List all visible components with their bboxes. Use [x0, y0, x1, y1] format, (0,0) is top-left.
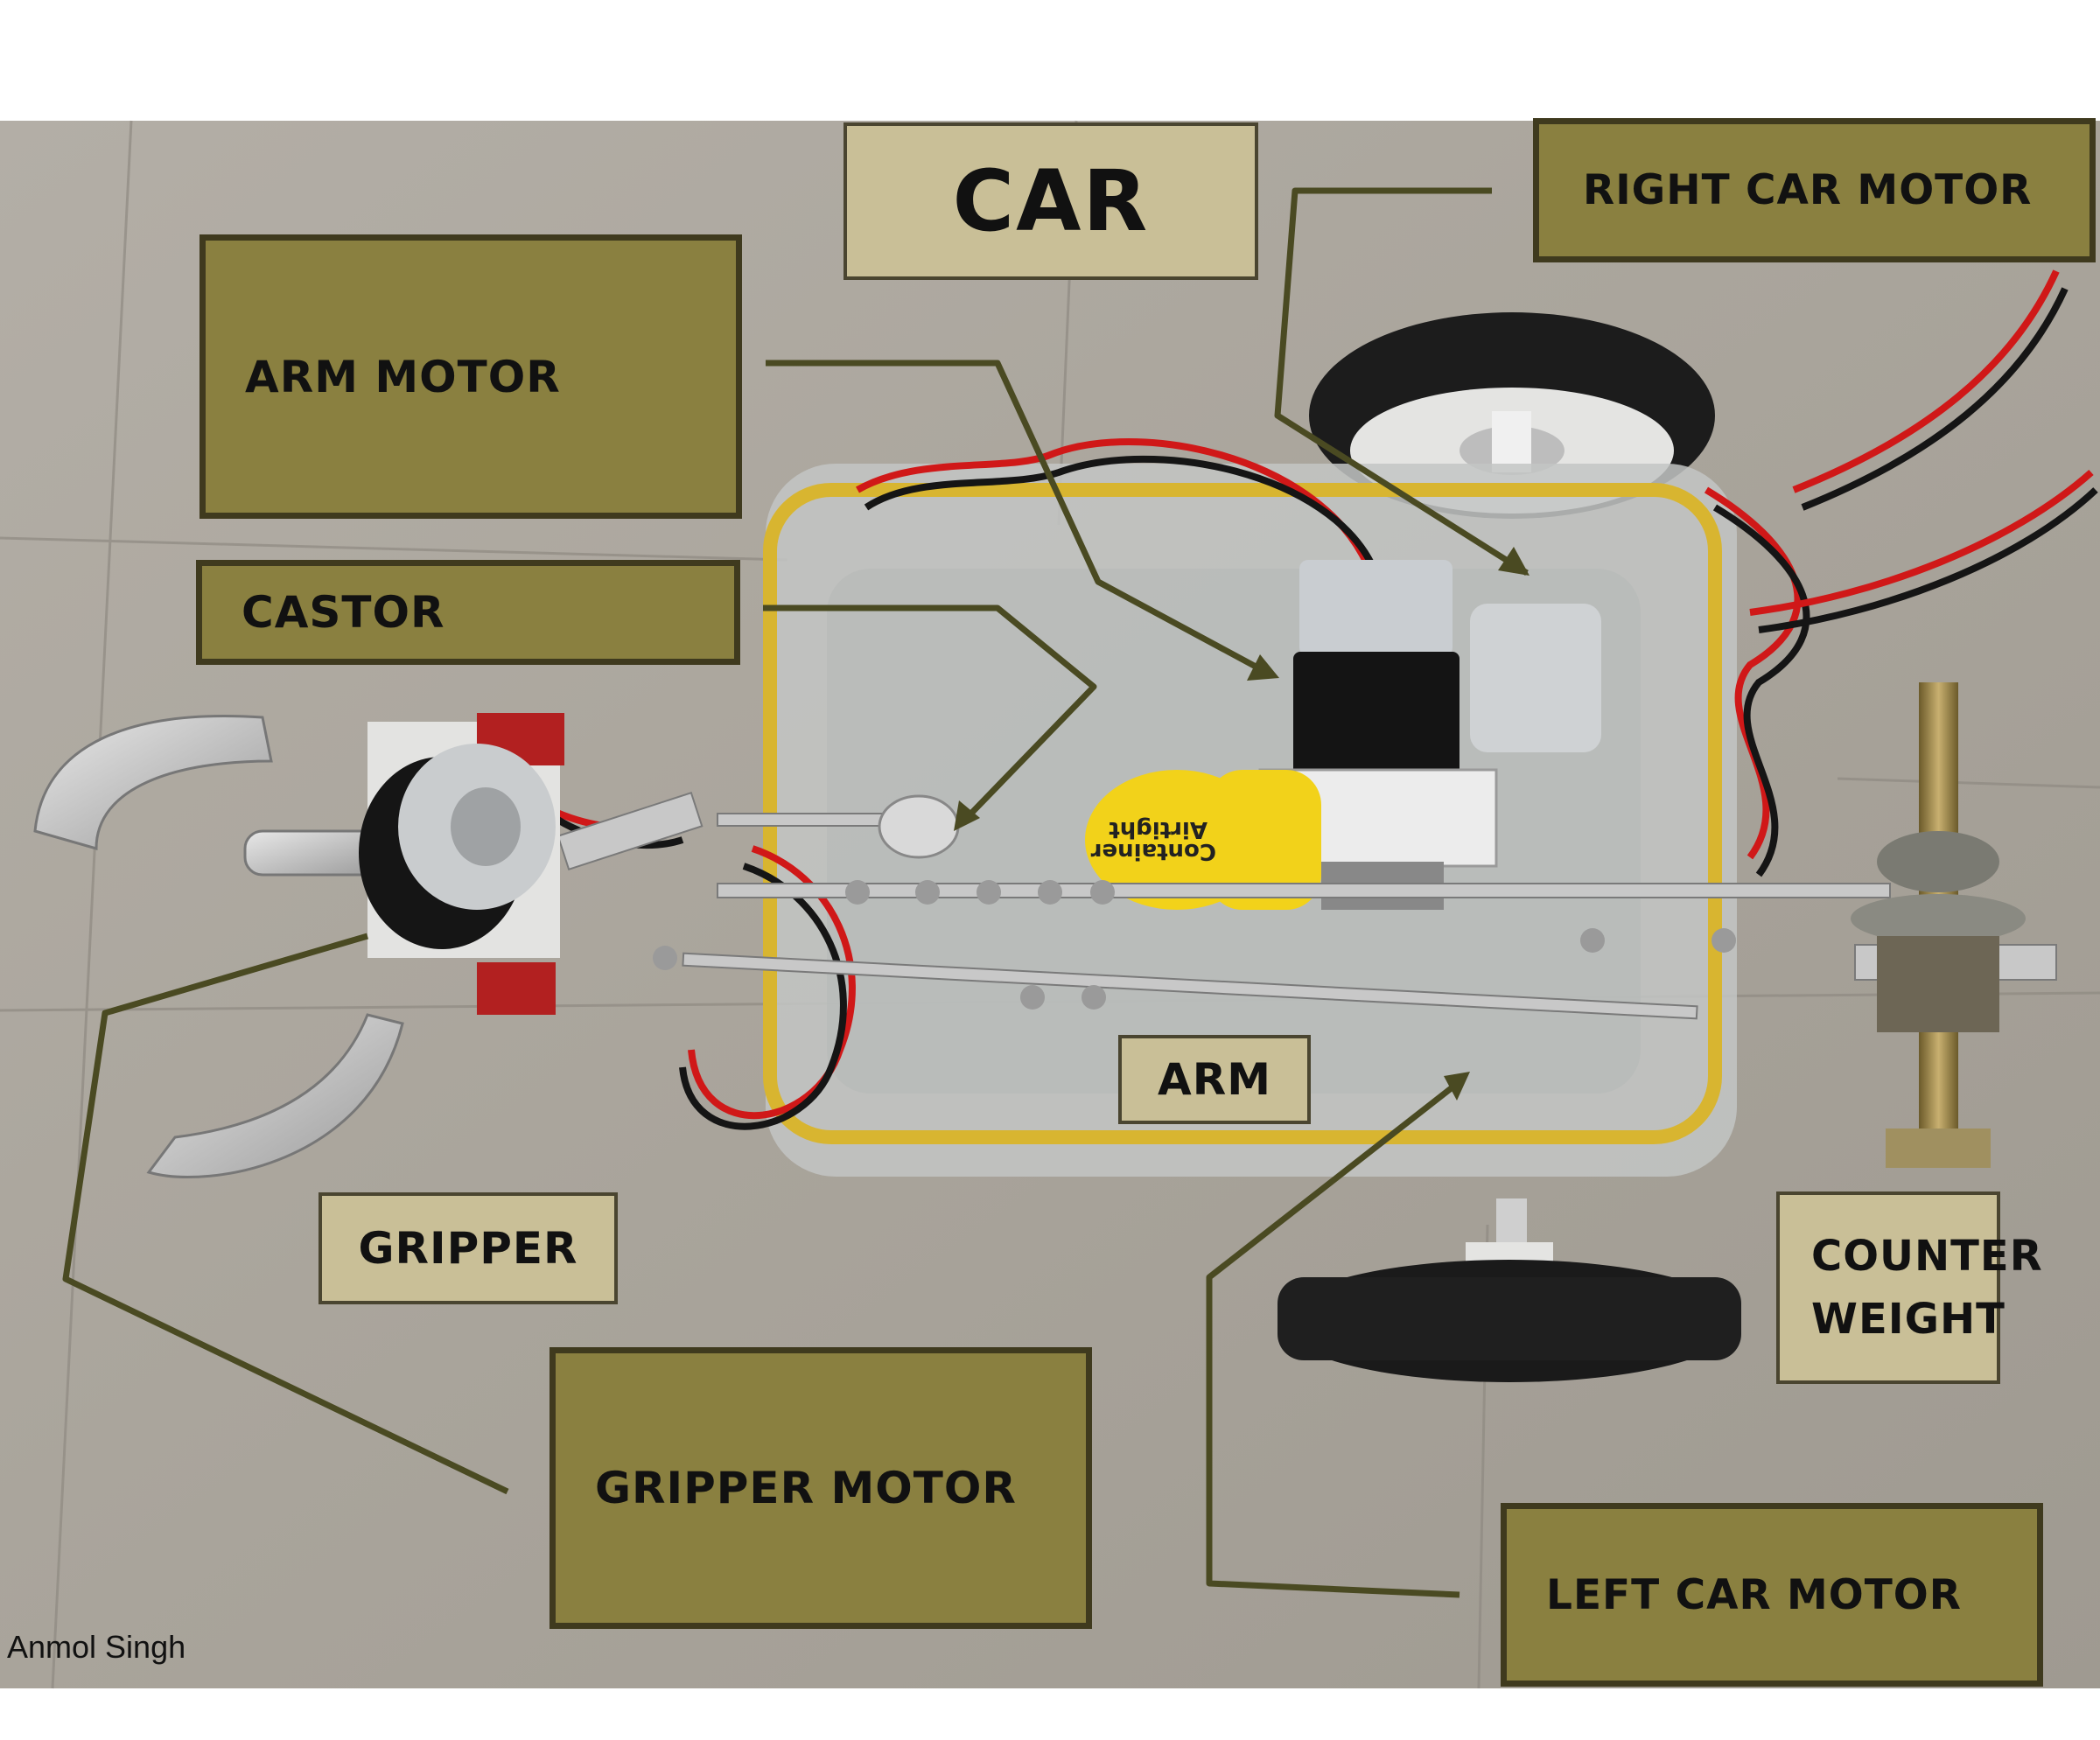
label-counter-weight-line1: COUNTER: [1811, 1232, 2043, 1281]
leader-right-car-motor: [1274, 187, 1529, 576]
label-counter-weight-line2: WEIGHT: [1811, 1295, 2006, 1344]
leader-left-car-motor: [1206, 1078, 1464, 1598]
arrowhead-castor: [954, 800, 980, 831]
label-arm: ARM: [1118, 1035, 1311, 1124]
label-car: CAR: [844, 122, 1258, 280]
arrowhead-arm-motor: [1247, 654, 1279, 681]
label-gripper-text: GRIPPER: [358, 1223, 578, 1274]
castor-part: [878, 794, 960, 859]
label-gripper-motor-text: GRIPPER MOTOR: [595, 1463, 1017, 1513]
label-left-car-motor: LEFT CAR MOTOR: [1501, 1503, 2043, 1687]
arrowhead-right-car-motor: [1498, 547, 1530, 576]
leader-arm-motor: [766, 360, 1270, 677]
label-arm-motor: ARM MOTOR: [200, 234, 742, 519]
label-castor-text: CASTOR: [242, 587, 445, 638]
label-left-car-motor-text: LEFT CAR MOTOR: [1546, 1570, 1962, 1619]
leader-arrowheads: [954, 547, 1530, 1101]
label-castor: CASTOR: [196, 560, 740, 665]
label-car-text: CAR: [952, 152, 1150, 250]
leader-lines: [62, 187, 1529, 1598]
container-sticker: [1085, 770, 1321, 910]
label-gripper: GRIPPER: [318, 1192, 618, 1304]
label-counter-weight: COUNTER WEIGHT: [1776, 1191, 2042, 1384]
leader-gripper-motor: [62, 933, 509, 1495]
sticker-text-line1: Airtight: [1109, 816, 1208, 842]
label-right-car-motor-text: RIGHT CAR MOTOR: [1583, 166, 2033, 214]
arrowhead-left-car-motor: [1444, 1072, 1470, 1101]
left-wheel: [1278, 1198, 1741, 1382]
label-arm-motor-text: ARM MOTOR: [245, 351, 561, 402]
label-gripper-motor: GRIPPER MOTOR: [550, 1347, 1092, 1629]
label-arm-text: ARM: [1158, 1054, 1271, 1105]
sticker-text-line2: Container: [1091, 838, 1216, 864]
leader-castor: [763, 604, 1097, 825]
gripper-motor-part: [359, 744, 556, 949]
right-car-motor-part: [1470, 604, 1601, 752]
counter-weight-part: [1851, 682, 2026, 1168]
rail-bolts: [653, 880, 1736, 1010]
label-right-car-motor: RIGHT CAR MOTOR: [1533, 118, 2096, 262]
photo-credit: Anmol Singh: [7, 1629, 186, 1665]
